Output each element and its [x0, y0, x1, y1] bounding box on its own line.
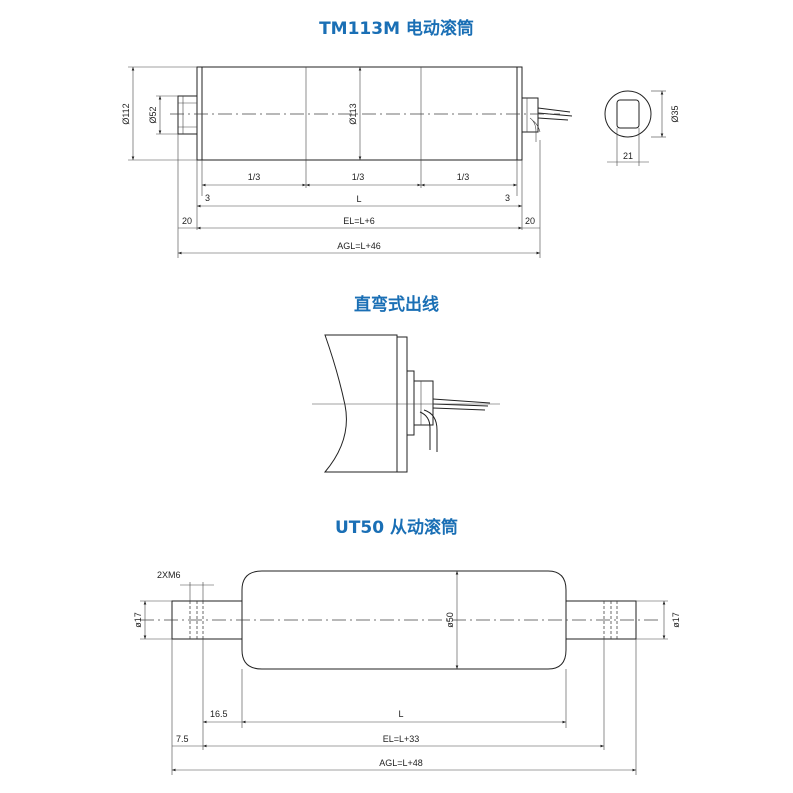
drum-section [323, 334, 398, 473]
dim-offset-75: 7.5 [176, 734, 189, 744]
dim-dia-shaft: Ø52 [148, 106, 158, 123]
idler-tube [241, 570, 567, 670]
drum-body [196, 66, 523, 161]
dim-dia-outer: Ø112 [121, 103, 131, 124]
dim-offset-right: 3 [505, 193, 510, 203]
title-tm113m: TM113M 电动滚筒 [319, 19, 474, 39]
dim-third-1: 1/3 [248, 172, 261, 182]
end-flange [396, 336, 408, 473]
dim-agl: AGL=L+46 [337, 241, 381, 251]
title-cable-outlet: 直弯式出线 [354, 295, 439, 315]
dim-third-3: 1/3 [457, 172, 470, 182]
idler-drum-drawing: ø50 2XM6 ø17 ø17 16.5 L [133, 570, 681, 775]
dim-tube-dia: ø50 [445, 612, 455, 628]
dim-third-2: 1/3 [352, 172, 365, 182]
side-view-shaft [616, 99, 640, 129]
dim-idler-el: EL=L+33 [383, 734, 420, 744]
dim-el: EL=L+6 [343, 216, 375, 226]
motor-drum-drawing: Ø112 Ø52 Ø113 1/3 1/3 1/3 3 3 L 20 20 EL… [121, 66, 680, 258]
dim-offset-left: 3 [205, 193, 210, 203]
dim-dia-tube: Ø113 [348, 103, 358, 124]
outlet-housing [413, 380, 434, 426]
dim-margin-right: 20 [525, 216, 535, 226]
dim-shaft-dia-left: ø17 [133, 612, 143, 628]
title-ut50: UT50 从动滚筒 [335, 518, 458, 538]
side-dim-dia: Ø35 [670, 105, 680, 122]
bent-cable [419, 409, 438, 452]
dim-idler-agl: AGL=L+48 [379, 758, 423, 768]
right-shaft [521, 97, 539, 133]
dim-shaft-dia-right: ø17 [671, 612, 681, 628]
dim-thread: 2XM6 [157, 570, 181, 580]
cable-outlet-drawing [312, 334, 500, 473]
cable [537, 107, 573, 121]
straight-cable [432, 398, 491, 411]
dim-offset-165: 16.5 [210, 709, 228, 719]
side-view-circle [604, 90, 652, 138]
left-shaft [177, 95, 198, 135]
dim-length: L [356, 194, 361, 204]
dim-margin-left: 20 [182, 216, 192, 226]
dim-idler-length: L [398, 709, 403, 719]
side-dim-flat: 21 [623, 151, 633, 161]
